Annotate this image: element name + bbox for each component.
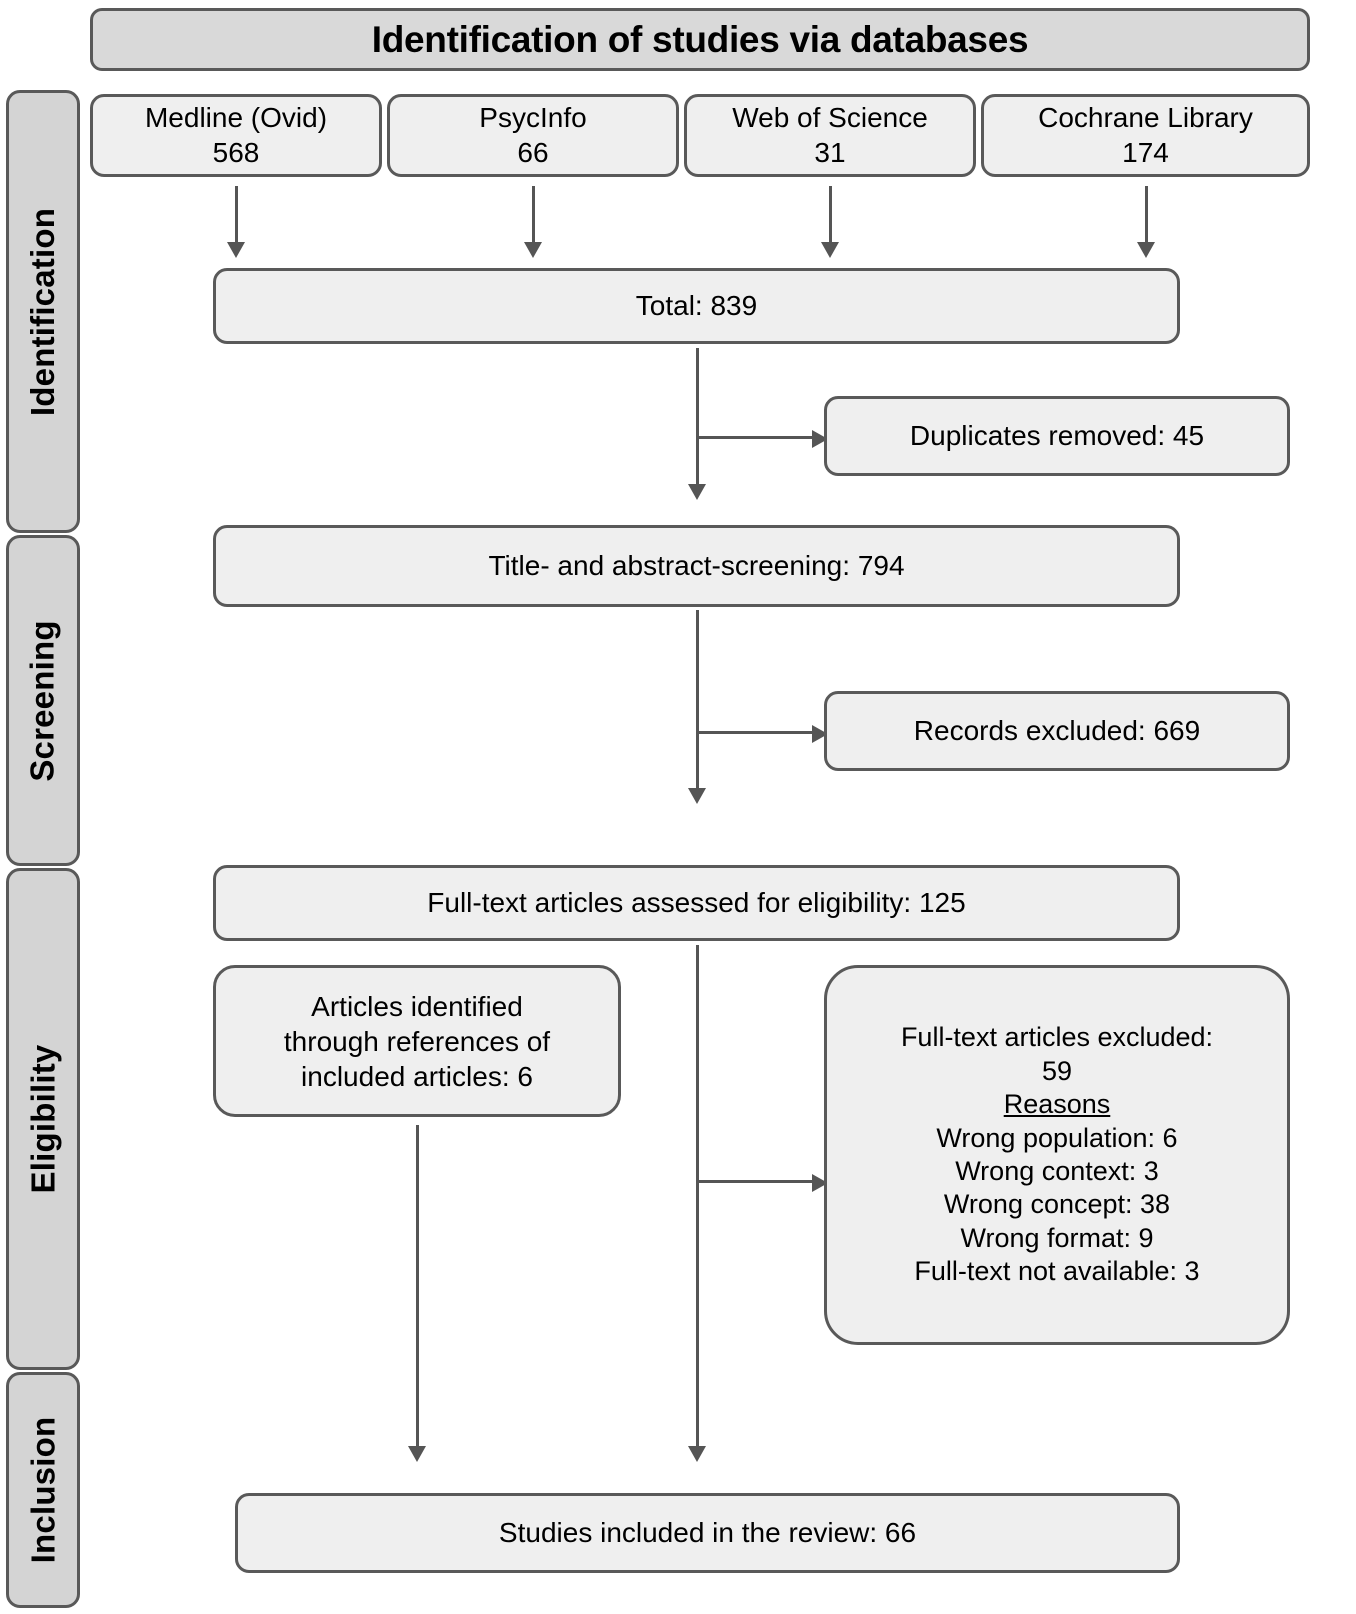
- references-line-2: through references of: [283, 1025, 551, 1057]
- reasons-label: Reasons: [1003, 1089, 1111, 1120]
- records-excluded-label: Records excluded: 669: [913, 715, 1201, 747]
- reason-wrong-concept: Wrong concept: 38: [943, 1189, 1171, 1220]
- reason-fulltext-not-available: Full-text not available: 3: [914, 1256, 1200, 1287]
- stage-label-screening: Screening: [24, 619, 62, 782]
- arrowhead-screening-to-fulltext: [688, 788, 706, 804]
- connector-total-to-duplicates: [699, 436, 812, 439]
- database-psycinfo-name: PsycInfo: [479, 102, 587, 134]
- connector-screening-to-fulltext: [696, 610, 699, 792]
- fulltext-assessed-label: Full-text articles assessed for eligibil…: [427, 887, 966, 919]
- database-cochrane-name: Cochrane Library: [1038, 102, 1253, 134]
- stage-label-inclusion: Inclusion: [24, 1416, 61, 1564]
- fulltext-excluded-heading: Full-text articles excluded:: [900, 1022, 1214, 1053]
- arrowhead-medline-to-total: [227, 242, 245, 258]
- arrowhead-cochrane-to-total: [1137, 242, 1155, 258]
- database-medline-count: 568: [212, 136, 260, 168]
- connector-wos-to-total: [829, 186, 832, 246]
- database-medline-name: Medline (Ovid): [144, 102, 328, 134]
- connector-psycinfo-to-total: [532, 186, 535, 246]
- duplicates-removed-label: Duplicates removed: 45: [909, 420, 1205, 452]
- page-title: Identification of studies via databases: [371, 18, 1029, 60]
- connector-medline-to-total: [235, 186, 238, 246]
- stage-label-eligibility: Eligibility: [24, 1044, 62, 1194]
- reason-wrong-format: Wrong format: 9: [960, 1222, 1154, 1253]
- arrowhead-references-to-included: [408, 1446, 426, 1462]
- database-psycinfo-count: 66: [517, 136, 549, 168]
- fulltext-excluded-content: Full-text articles excluded: 59 Reasons …: [827, 1021, 1287, 1289]
- references-line-1: Articles identified: [311, 990, 523, 1022]
- connector-total-to-screening: [696, 348, 699, 488]
- fulltext-excluded-reasons-box: Full-text articles excluded: 59 Reasons …: [824, 965, 1290, 1345]
- fulltext-excluded-count: 59: [1041, 1055, 1073, 1086]
- arrowhead-wos-to-total: [821, 242, 839, 258]
- title-abstract-screening-box: Title- and abstract-screening: 794: [213, 525, 1180, 607]
- duplicates-removed-box: Duplicates removed: 45: [824, 396, 1290, 476]
- database-wos-count: 31: [814, 136, 846, 168]
- database-cochrane-count: 174: [1122, 136, 1169, 168]
- stage-inclusion: Inclusion: [6, 1372, 80, 1608]
- stage-eligibility: Eligibility: [6, 868, 80, 1370]
- arrowhead-fulltext-to-included: [688, 1446, 706, 1462]
- arrowhead-total-to-screening: [688, 484, 706, 500]
- references-line-3: included articles: 6: [301, 1060, 533, 1092]
- connector-references-to-included: [416, 1125, 419, 1450]
- studies-included-label: Studies included in the review: 66: [498, 1517, 917, 1549]
- connector-screening-to-excluded: [699, 731, 812, 734]
- stage-screening: Screening: [6, 535, 80, 866]
- reason-wrong-population: Wrong population: 6: [936, 1122, 1178, 1153]
- database-box-medline: Medline (Ovid)568: [90, 94, 382, 177]
- fulltext-assessed-box: Full-text articles assessed for eligibil…: [213, 865, 1180, 941]
- connector-fulltext-to-included: [696, 945, 699, 1450]
- records-excluded-box: Records excluded: 669: [824, 691, 1290, 771]
- title-abstract-screening-label: Title- and abstract-screening: 794: [488, 550, 905, 582]
- reason-wrong-context: Wrong context: 3: [955, 1156, 1159, 1186]
- stage-label-identification: Identification: [24, 207, 62, 416]
- total-records-label: Total: 839: [635, 290, 758, 322]
- database-wos-name: Web of Science: [732, 102, 928, 134]
- arrowhead-psycinfo-to-total: [524, 242, 542, 258]
- connector-cochrane-to-total: [1145, 186, 1148, 246]
- database-medline-text: Medline (Ovid)568: [93, 101, 379, 169]
- diagram-title-banner: Identification of studies via databases: [90, 8, 1310, 71]
- stage-identification: Identification: [6, 90, 80, 533]
- studies-included-box: Studies included in the review: 66: [235, 1493, 1180, 1573]
- connector-fulltext-to-reasons: [699, 1180, 812, 1183]
- total-records-box: Total: 839: [213, 268, 1180, 344]
